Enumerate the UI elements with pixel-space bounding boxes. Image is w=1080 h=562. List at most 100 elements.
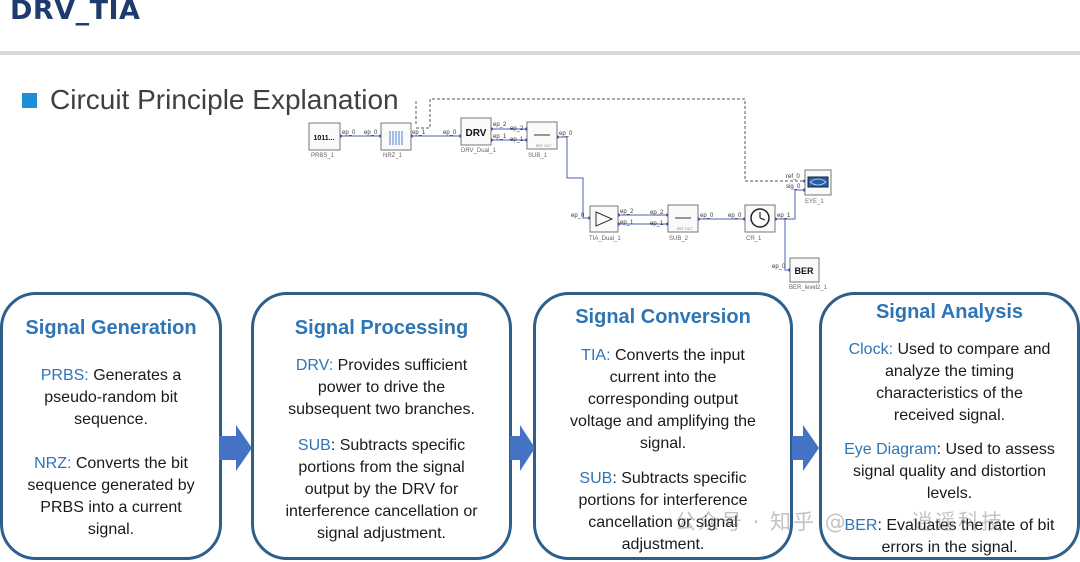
watermark-left: 公众号 · 知乎 @ [675, 510, 848, 534]
wire-cr-ber [775, 218, 790, 271]
description-line: portions for interference [578, 492, 748, 509]
description-line: errors in the signal. [881, 539, 1018, 556]
sub2-label: SUB_2 [669, 236, 689, 242]
description-line: levels. [926, 485, 973, 502]
port-label: sig_0 [786, 184, 801, 190]
description-line: Generates a [88, 367, 182, 384]
card-paragraph: DRV: Provides sufficient power to drive t… [258, 355, 505, 421]
port-label: ep_1 [777, 213, 791, 219]
term-label: BER [844, 517, 878, 534]
description-line: portions from the signal [298, 459, 465, 476]
nrz-block: NRZ_1 [380, 122, 412, 159]
term-label: SUB [297, 437, 331, 454]
drv-face: DRV [466, 128, 487, 139]
tia-label: TIA_Dual_1 [589, 236, 621, 242]
square-bullet-icon [22, 92, 37, 108]
description-line: Converts the input [610, 347, 745, 364]
card-title: Signal Analysis [875, 301, 1024, 323]
port-label: ep_2 [493, 122, 507, 128]
drv-label: DRV_Dual_1 [461, 148, 497, 154]
port-label: ep_0 [443, 130, 457, 136]
port-label: ep_0 [571, 213, 585, 219]
port-label: ep_2 [510, 126, 524, 132]
wire-sub1-tia [557, 136, 590, 219]
description-line: voltage and amplifying the [570, 413, 756, 430]
port-label: ep_1 [412, 130, 426, 136]
port-label: ep_2 [650, 210, 664, 216]
dashed-clock-line [416, 98, 805, 182]
port-label: ep_0 [772, 264, 786, 270]
description-line: Provides sufficient [333, 357, 468, 374]
tia-block: TIA_Dual_1 [589, 205, 621, 242]
description-line: signal quality and distortion [852, 463, 1046, 480]
description-line: signal adjustment. [317, 525, 446, 542]
description-line: Converts the bit [71, 455, 188, 472]
sub2-ports: REF OUT [677, 227, 693, 231]
card-paragraph: BER: Evaluates the rate of bit errors in … [826, 515, 1073, 559]
description-line: received signal. [893, 407, 1006, 424]
description-line: output by the DRV for [304, 481, 459, 498]
ber-label: BER_level2_1 [789, 285, 828, 291]
description-line: cancellation or signal [588, 514, 738, 531]
description-line: : Subtracts specific [330, 437, 466, 454]
port-label: ep_1 [510, 137, 524, 143]
description-line: analyze the timing [885, 363, 1014, 380]
port-label: ep_0 [342, 130, 356, 136]
sub1-block: REF OUT SUB_1 [526, 121, 558, 159]
description-line: subsequent two branches. [288, 401, 475, 418]
description-line: current into the [609, 369, 717, 386]
cr-block: CR_1 [744, 204, 776, 242]
sub2-block: REF OUT SUB_2 [667, 204, 699, 242]
description-line: power to drive the [317, 379, 446, 396]
port-label: ep_1 [620, 220, 634, 226]
card-title: Signal Generation [25, 317, 197, 339]
description-line: signal. [639, 435, 687, 452]
card-title: Signal Conversion [575, 306, 751, 328]
description-line: characteristics of the [876, 385, 1023, 402]
prbs-face: 1011... [313, 135, 334, 142]
card-paragraph: SUB: Subtracts specific portions from the… [258, 435, 505, 545]
term-label: Eye Diagram [844, 441, 937, 458]
card-title: Signal Processing [294, 317, 469, 339]
section-heading-text: Circuit Principle Explanation [50, 84, 399, 115]
nrz-label: NRZ_1 [383, 153, 403, 159]
circuit-schematic: 1011... PRBS_1 NRZ_1 DRV DRV_Dual_1 REF … [308, 98, 832, 291]
port-label: ep_2 [620, 209, 634, 215]
card-paragraph: NRZ: Converts the bit sequence generated … [7, 453, 215, 541]
cr-label: CR_1 [746, 236, 762, 242]
card-paragraph: Eye Diagram: Used to assess signal qualit… [826, 439, 1073, 505]
watermark-right: 逍遥科技 [912, 510, 1004, 534]
port-label: ep_1 [650, 221, 664, 227]
term-label: Clock: [848, 341, 894, 358]
eye-screen-icon [807, 176, 829, 188]
description-line: sequence. [74, 411, 148, 428]
description-line: : Subtracts specific [612, 470, 747, 487]
term-label: DRV: [295, 357, 334, 374]
prbs-label: PRBS_1 [311, 153, 335, 159]
term-label: TIA: [581, 347, 611, 364]
description-line: : Evaluates the rate of bit [877, 517, 1055, 534]
arrow-right-icon [510, 425, 535, 471]
port-label: ep_0 [700, 213, 714, 219]
port-label: ep_1 [493, 134, 507, 140]
term-label: NRZ: [34, 455, 72, 472]
port-label: ep_0 [728, 213, 742, 219]
description-line: : Used to assess [936, 441, 1055, 458]
description-line: Used to compare and [893, 341, 1051, 358]
ber-block: BER BER_level2_1 [789, 257, 828, 291]
sub1-ports: REF OUT [536, 144, 552, 148]
header-divider [0, 51, 1080, 55]
port-label: ep_0 [559, 131, 573, 137]
page-title: DRV_TIA [10, 0, 141, 26]
card-paragraph: Clock: Used to compare and analyze the ti… [826, 339, 1073, 427]
drv-block: DRV DRV_Dual_1 [460, 117, 497, 154]
card-paragraph: SUB: Subtracts specific portions for inte… [540, 468, 786, 556]
description-line: sequence generated by [27, 477, 195, 494]
port-label: ref_0 [786, 174, 800, 180]
description-line: signal. [87, 521, 135, 538]
term-label: SUB [579, 470, 613, 487]
